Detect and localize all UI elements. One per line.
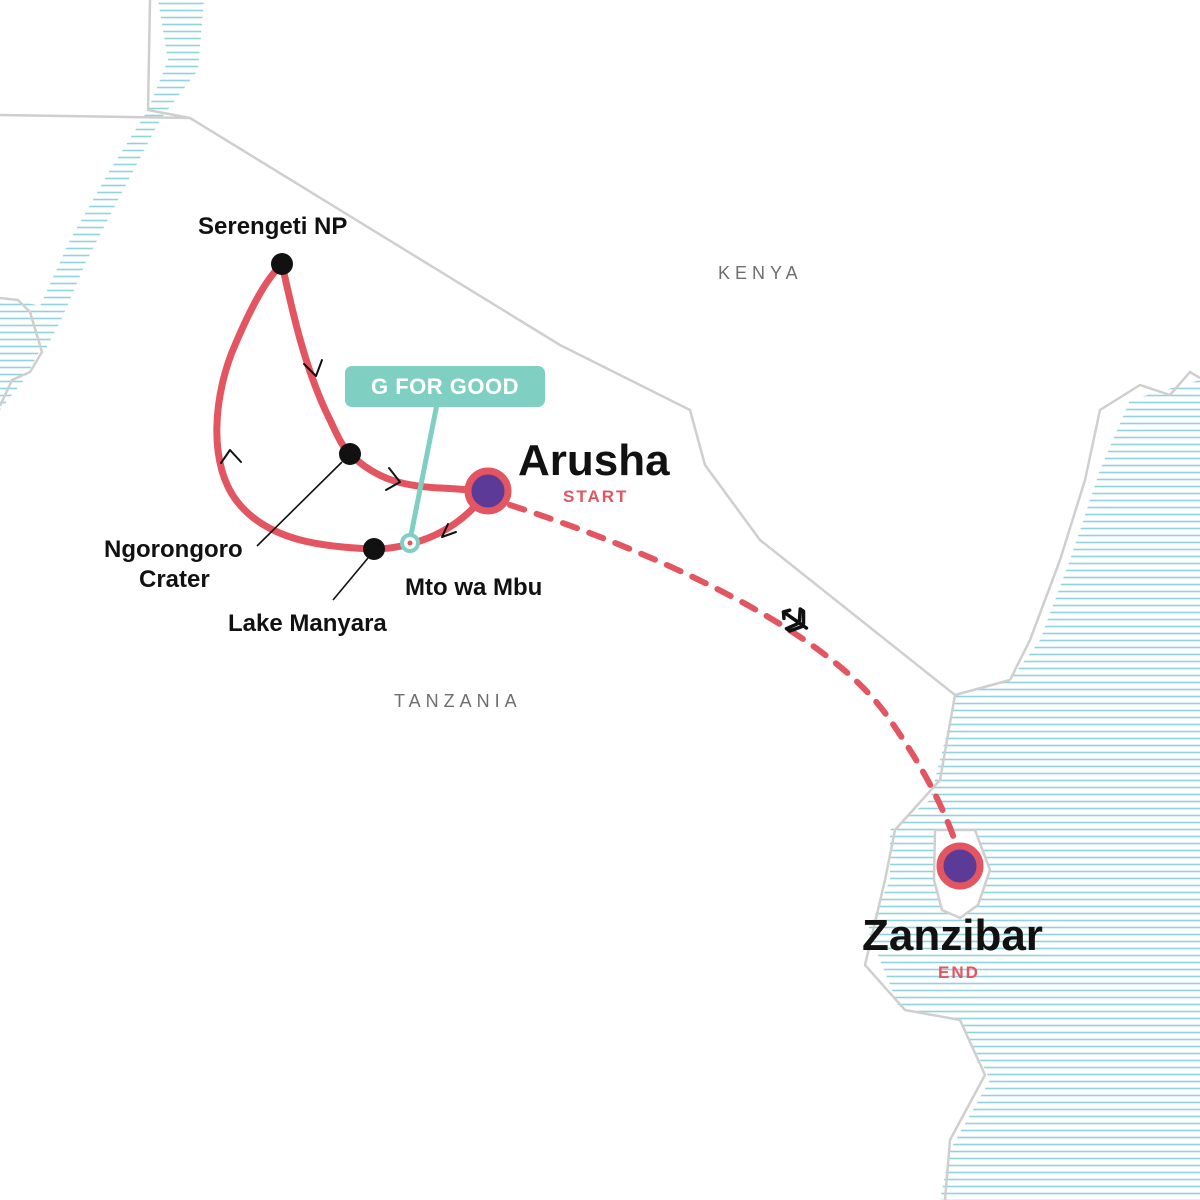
coastal-waters [868, 380, 1200, 1200]
country-labels: KENYA TANZANIA [394, 263, 803, 711]
label-lake-manyara: Lake Manyara [228, 610, 387, 637]
northeast-coastline [1008, 370, 1200, 681]
chevron-right-icon [385, 467, 401, 491]
label-arusha: Arusha [518, 436, 670, 485]
leader-lake-manyara [332, 557, 369, 601]
airplane-icon [781, 607, 809, 633]
country-label-kenya: KENYA [718, 263, 803, 283]
g-for-good-badge: G FOR GOOD [345, 366, 545, 553]
label-serengeti: Serengeti NP [198, 213, 347, 240]
direction-arrows [220, 359, 457, 538]
label-zanzibar: Zanzibar [862, 911, 1043, 960]
southeast-coastline [863, 694, 987, 1200]
label-arusha-start: START [563, 487, 628, 506]
chevron-left-icon [441, 523, 457, 538]
country-label-tanzania: TANZANIA [394, 691, 522, 711]
badge-label: G FOR GOOD [371, 374, 519, 399]
kenya-tanzania-border [0, 113, 1011, 697]
flight-path-arusha-zanzibar [507, 502, 961, 853]
leader-ngorongoro [256, 461, 343, 547]
route-serengeti-to-ngorongoro [278, 260, 354, 458]
stop-marker-serengeti [271, 253, 293, 275]
city-labels: Arusha START Zanzibar END [518, 436, 1043, 982]
stop-labels: Serengeti NP Ngorongoro Crater Lake Many… [104, 213, 542, 637]
label-ngorongoro-line2: Crater [139, 566, 210, 593]
city-marker-arusha [464, 467, 512, 515]
river-northwest [0, 0, 204, 352]
stop-markers [271, 253, 385, 560]
west-shore [0, 296, 44, 407]
chevron-up-icon [220, 449, 242, 464]
route-manyara-loop-to-serengeti [213, 260, 378, 553]
label-mto-wa-mbu: Mto wa Mbu [405, 574, 542, 601]
badge-box [345, 366, 545, 407]
stop-marker-ngorongoro [339, 443, 361, 465]
city-markers [464, 467, 984, 890]
badge-pointer-line [407, 403, 440, 541]
northwest-border [146, 0, 191, 120]
label-zanzibar-end: END [938, 963, 980, 982]
flight-route [507, 502, 961, 853]
label-ngorongoro-line1: Ngorongoro [104, 536, 243, 563]
leader-lines [256, 461, 369, 601]
city-marker-zanzibar [936, 842, 984, 890]
mto-wa-mbu-marker-center [407, 540, 413, 546]
chevron-down-icon [303, 359, 323, 377]
stop-marker-lake-manyara [363, 538, 385, 560]
